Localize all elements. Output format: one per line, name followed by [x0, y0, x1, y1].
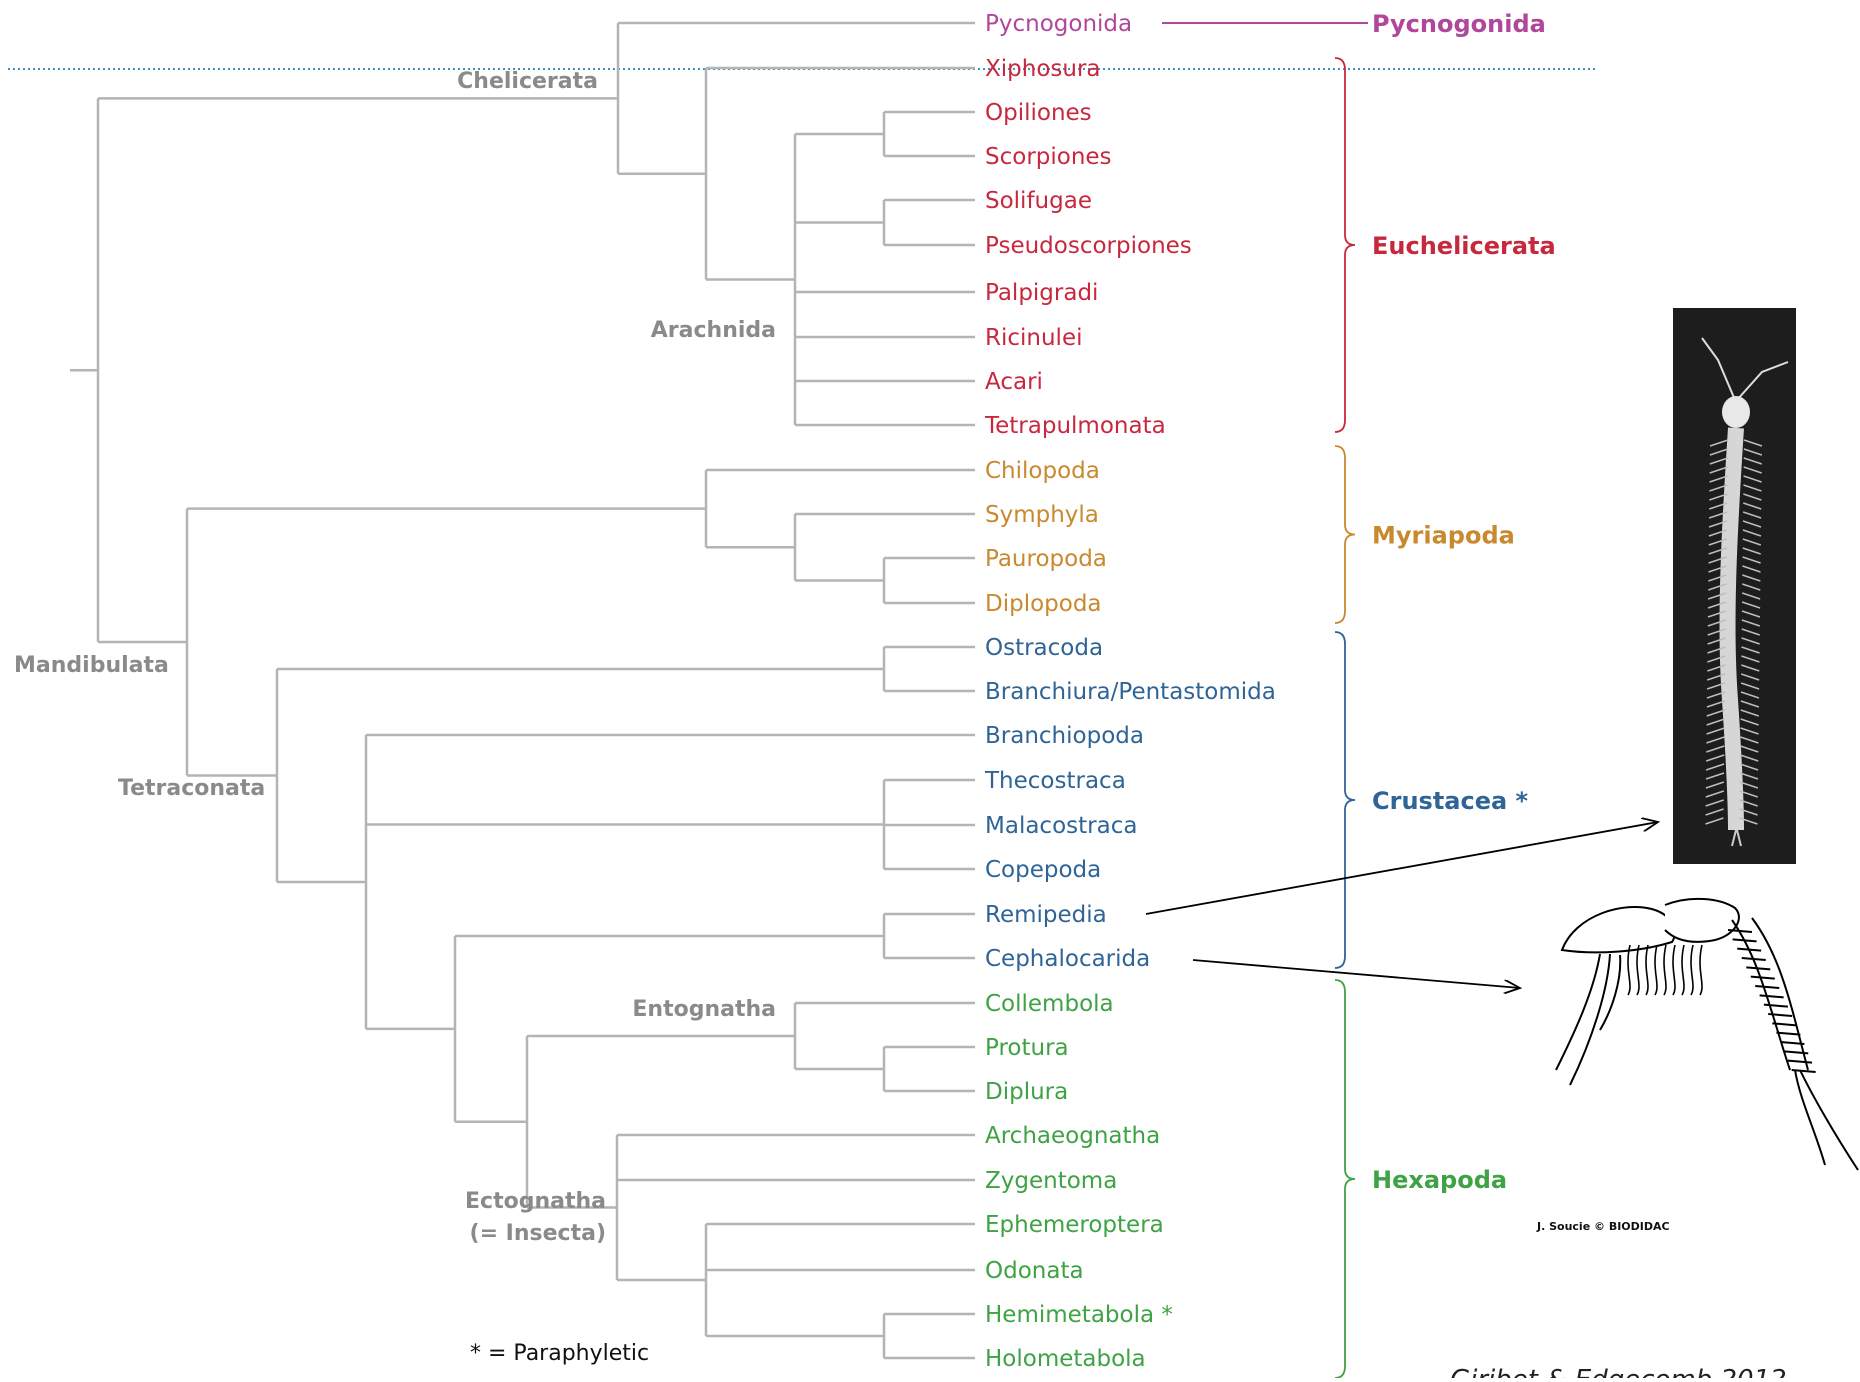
taxon-label-diplopoda: Diplopoda: [985, 591, 1102, 617]
group-label-crustacea: Crustacea *: [1372, 787, 1529, 815]
taxon-label-solifugae: Solifugae: [985, 188, 1092, 214]
taxon-label-diplura: Diplura: [985, 1079, 1068, 1105]
taxon-label-odonata: Odonata: [985, 1258, 1084, 1284]
node-label-tetraconata: Tetraconata: [118, 776, 265, 801]
taxon-label-branchiopoda: Branchiopoda: [985, 723, 1144, 749]
cephalocarida-arrow: [1192, 959, 1520, 988]
taxon-label-ostracoda: Ostracoda: [985, 635, 1103, 661]
taxon-label-acari: Acari: [985, 369, 1043, 395]
remipede-photo: [1673, 308, 1796, 864]
taxon-label-tetrapulmonata: Tetrapulmonata: [984, 413, 1166, 439]
taxon-label-cephalocarida: Cephalocarida: [985, 946, 1150, 972]
taxon-label-archaeognatha: Archaeognatha: [985, 1123, 1160, 1149]
group-label-myriapoda: Myriapoda: [1372, 522, 1515, 550]
taxon-label-hemimetabola: Hemimetabola *: [985, 1302, 1173, 1328]
taxon-label-holometabola: Holometabola: [985, 1346, 1146, 1372]
image-credit: J. Soucie © BIODIDAC: [1536, 1220, 1670, 1233]
taxon-label-protura: Protura: [985, 1035, 1069, 1061]
taxon-label-remipedia: Remipedia: [985, 902, 1107, 928]
citation: Giribet & Edgecomb 2012: [1450, 1365, 1787, 1378]
taxon-label-malacostraca: Malacostraca: [985, 813, 1137, 839]
taxa-labels: PycnogonidaXiphosuraOpilionesScorpionesS…: [984, 11, 1276, 1372]
group-label-pycnogonida: Pycnogonida: [1372, 10, 1546, 38]
group-label-hexapoda: Hexapoda: [1372, 1166, 1507, 1194]
taxon-label-opiliones: Opiliones: [985, 100, 1092, 126]
taxon-label-palpigradi: Palpigradi: [985, 280, 1098, 306]
taxon-label-copepoda: Copepoda: [985, 857, 1101, 883]
brace-myriapoda: [1334, 445, 1356, 624]
taxon-label-pauropoda: Pauropoda: [985, 546, 1107, 572]
taxon-label-scorpiones: Scorpiones: [985, 144, 1112, 170]
taxon-label-xiphosura: Xiphosura: [985, 56, 1101, 82]
node-label-arachnida: Arachnida: [651, 318, 776, 343]
group-braces: [1334, 57, 1356, 1379]
taxon-label-ephemeroptera: Ephemeroptera: [985, 1212, 1164, 1238]
taxon-label-ricinulei: Ricinulei: [985, 325, 1083, 351]
taxon-label-thecostraca: Thecostraca: [984, 768, 1126, 794]
taxon-label-chilopoda: Chilopoda: [985, 458, 1100, 484]
node-label-entognatha: Entognatha: [632, 997, 776, 1022]
cephalocarid-drawing: [1555, 897, 1859, 1171]
node-label-ectognatha-line1: Ectognatha: [465, 1189, 606, 1214]
taxon-label-pycnogonida: Pycnogonida: [985, 11, 1132, 37]
taxon-label-collembola: Collembola: [985, 991, 1114, 1017]
taxon-label-symphyla: Symphyla: [985, 502, 1099, 528]
node-label-chelicerata: Chelicerata: [457, 69, 598, 94]
taxon-label-zygentoma: Zygentoma: [985, 1168, 1117, 1194]
paraphyletic-legend: * = Paraphyletic: [470, 1341, 649, 1366]
node-label-ectognatha-line2: (= Insecta): [470, 1221, 606, 1246]
node-label-mandibulata: Mandibulata: [14, 653, 169, 678]
taxon-label-branchiura: Branchiura/Pentastomida: [985, 679, 1276, 705]
group-label-euchelicerata: Euchelicerata: [1372, 232, 1556, 260]
brace-euchelicerata: [1334, 57, 1356, 433]
node-labels: ChelicerataArachnidaMandibulataTetracona…: [14, 69, 776, 1246]
brace-hexapoda: [1334, 979, 1356, 1379]
brace-crustacea: [1334, 631, 1356, 969]
phylogenetic-tree: [70, 21, 975, 1360]
taxon-label-pseudoscorpiones: Pseudoscorpiones: [985, 233, 1192, 259]
remipedia-arrow: [1145, 822, 1658, 915]
